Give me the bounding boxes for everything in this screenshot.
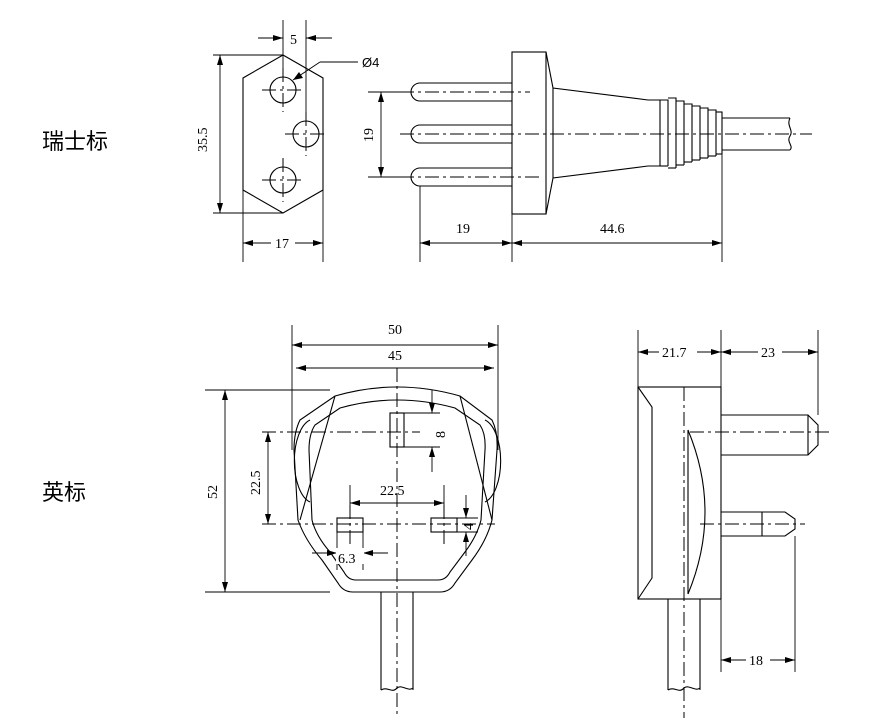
swiss-dim-height: 35.5 [196,128,211,153]
uk-dim-earth-pin: 8 [434,431,449,438]
uk-label: 英标 [42,481,86,506]
swiss-dim-width: 17 [275,237,289,252]
swiss-dim-5: 5 [290,33,297,48]
uk-dim-side-lower-pin: 18 [749,654,763,669]
swiss-dim-hole: Ø4 [362,55,379,70]
swiss-dim-pitch: 19 [362,128,377,142]
uk-side-view: 21.7 23 18 [637,330,830,718]
uk-dim-pin-height: 4 [462,523,477,530]
uk-dim-inner-width: 45 [388,349,402,364]
swiss-label: 瑞士标 [42,130,108,155]
swiss-front-view: 5 Ø4 35.5 17 [196,20,379,262]
uk-dim-earth-to-line: 22.5 [249,471,264,496]
uk-dim-height: 52 [206,485,221,499]
uk-dim-line-spacing: 22.5 [380,484,405,499]
swiss-dim-pin-length: 19 [456,222,470,237]
uk-dim-pin-width: 6.3 [338,552,356,567]
uk-front-view: 50 45 52 22.5 22.5 8 [205,323,502,718]
uk-dim-side-pin: 23 [761,346,775,361]
swiss-side-view: 19 19 44.6 [362,51,812,262]
uk-dim-side-body: 21.7 [662,346,687,361]
swiss-dim-body-length: 44.6 [600,222,625,237]
uk-dim-outer-width: 50 [388,323,402,338]
